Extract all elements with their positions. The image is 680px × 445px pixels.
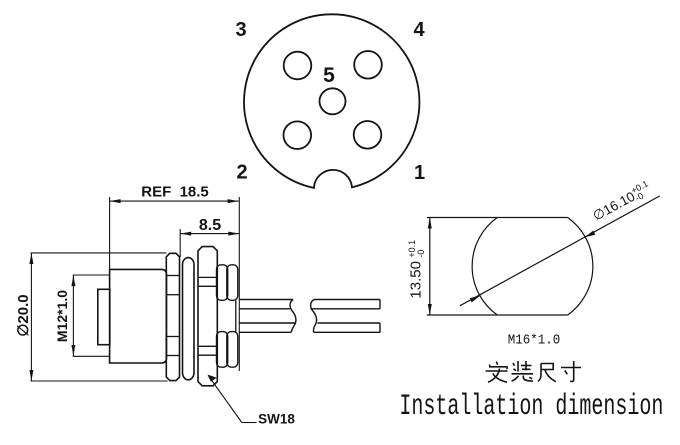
svg-text:Installation dimension: Installation dimension	[399, 389, 663, 423]
svg-text:4: 4	[413, 19, 425, 41]
svg-text:REF 18.5: REF 18.5	[141, 184, 209, 201]
svg-text:∅20.0: ∅20.0	[15, 294, 32, 336]
svg-text:8.5: 8.5	[199, 217, 221, 234]
svg-text:2: 2	[236, 161, 247, 183]
svg-text:-0: -0	[416, 250, 426, 258]
svg-text:3: 3	[235, 19, 246, 41]
svg-text:SW18: SW18	[258, 412, 295, 427]
svg-text:1: 1	[414, 162, 425, 184]
svg-text:-0: -0	[633, 191, 645, 204]
svg-text:5: 5	[323, 64, 335, 87]
svg-text:13.50: 13.50	[408, 261, 425, 299]
svg-text:+0.1: +0.1	[407, 240, 417, 258]
svg-text:M12*1.0: M12*1.0	[54, 290, 70, 342]
svg-text:M16*1.0: M16*1.0	[508, 332, 560, 347]
